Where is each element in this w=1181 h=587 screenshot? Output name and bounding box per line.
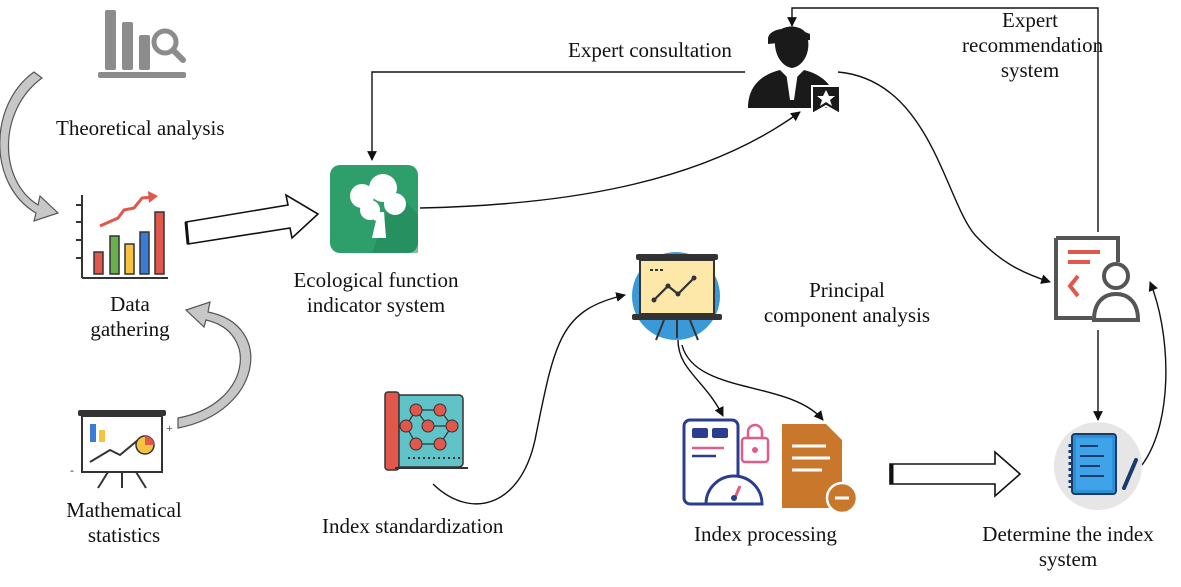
svg-text:-: - <box>70 463 74 477</box>
label-principal-line2: component analysis <box>763 303 931 327</box>
outline-arrow-data-to-ecological <box>184 193 320 245</box>
connector-ecological-to-expert <box>419 111 801 209</box>
connector-pca-to-processing-left <box>677 339 724 417</box>
label-theoretical-analysis: Theoretical analysis <box>56 116 225 140</box>
label-data-gathering: Data gathering <box>90 292 170 342</box>
label-ecological-line1: Ecological function <box>293 268 459 292</box>
label-mathematical-statistics-line2: statistics <box>87 523 161 547</box>
label-index-standardization: Index standardization <box>322 514 504 538</box>
dashboard-lock-icon <box>682 418 770 506</box>
label-principal-line1: Principal <box>809 278 885 302</box>
label-mathematical-statistics: Mathematical statistics <box>50 498 198 548</box>
label-data-gathering-line2: gathering <box>90 317 170 341</box>
tree-icon <box>330 165 418 253</box>
label-expert-recommendation-line3: system <box>1000 58 1060 82</box>
mathematical-statistics-icon: + - <box>70 410 173 489</box>
connector-pca-to-processing-right <box>681 344 824 421</box>
connector-expert-to-ecological <box>367 71 745 161</box>
determine-index-book-icon <box>1054 422 1142 510</box>
theoretical-analysis-icon <box>98 10 186 78</box>
label-ecological-line2: indicator system <box>306 293 446 317</box>
label-ecological-function-indicator-system: Ecological function indicator system <box>276 268 476 318</box>
connector-document-to-expert-top <box>787 7 1099 232</box>
data-gathering-icon <box>76 191 168 279</box>
label-determine-the-index-system: Determine the index system <box>968 522 1168 572</box>
document-minus-icon <box>782 424 859 515</box>
label-expert-consultation: Expert consultation <box>568 38 732 62</box>
label-index-processing: Index processing <box>694 522 837 546</box>
label-mathematical-statistics-line1: Mathematical <box>66 498 182 522</box>
connector-expert-to-document <box>837 71 1051 284</box>
svg-text:+: + <box>166 421 173 435</box>
curved-arrow-stats-to-data <box>177 301 252 429</box>
label-expert-recommendation-line2: recommendation <box>962 33 1104 57</box>
label-expert-recommendation-line1: Expert <box>1002 8 1058 32</box>
connector-determine-to-document <box>1141 281 1167 466</box>
label-determine-line1: Determine the index <box>982 522 1154 546</box>
standardization-network-icon <box>384 391 468 471</box>
expert-person-icon <box>748 26 841 116</box>
curved-arrow-theory-to-data <box>0 71 60 222</box>
label-principal-component-analysis: Principal component analysis <box>742 278 952 328</box>
connectors <box>367 7 1167 505</box>
outline-arrow-processing-to-determine <box>889 450 1022 498</box>
label-determine-line2: system <box>1038 547 1098 571</box>
label-data-gathering-line1: Data <box>110 292 150 316</box>
presentation-board-icon <box>632 252 722 341</box>
recommendation-document-icon <box>1054 236 1141 322</box>
connector-standardization-to-pca <box>432 292 626 505</box>
label-expert-recommendation-system: Expert recommendation system <box>962 8 1104 83</box>
